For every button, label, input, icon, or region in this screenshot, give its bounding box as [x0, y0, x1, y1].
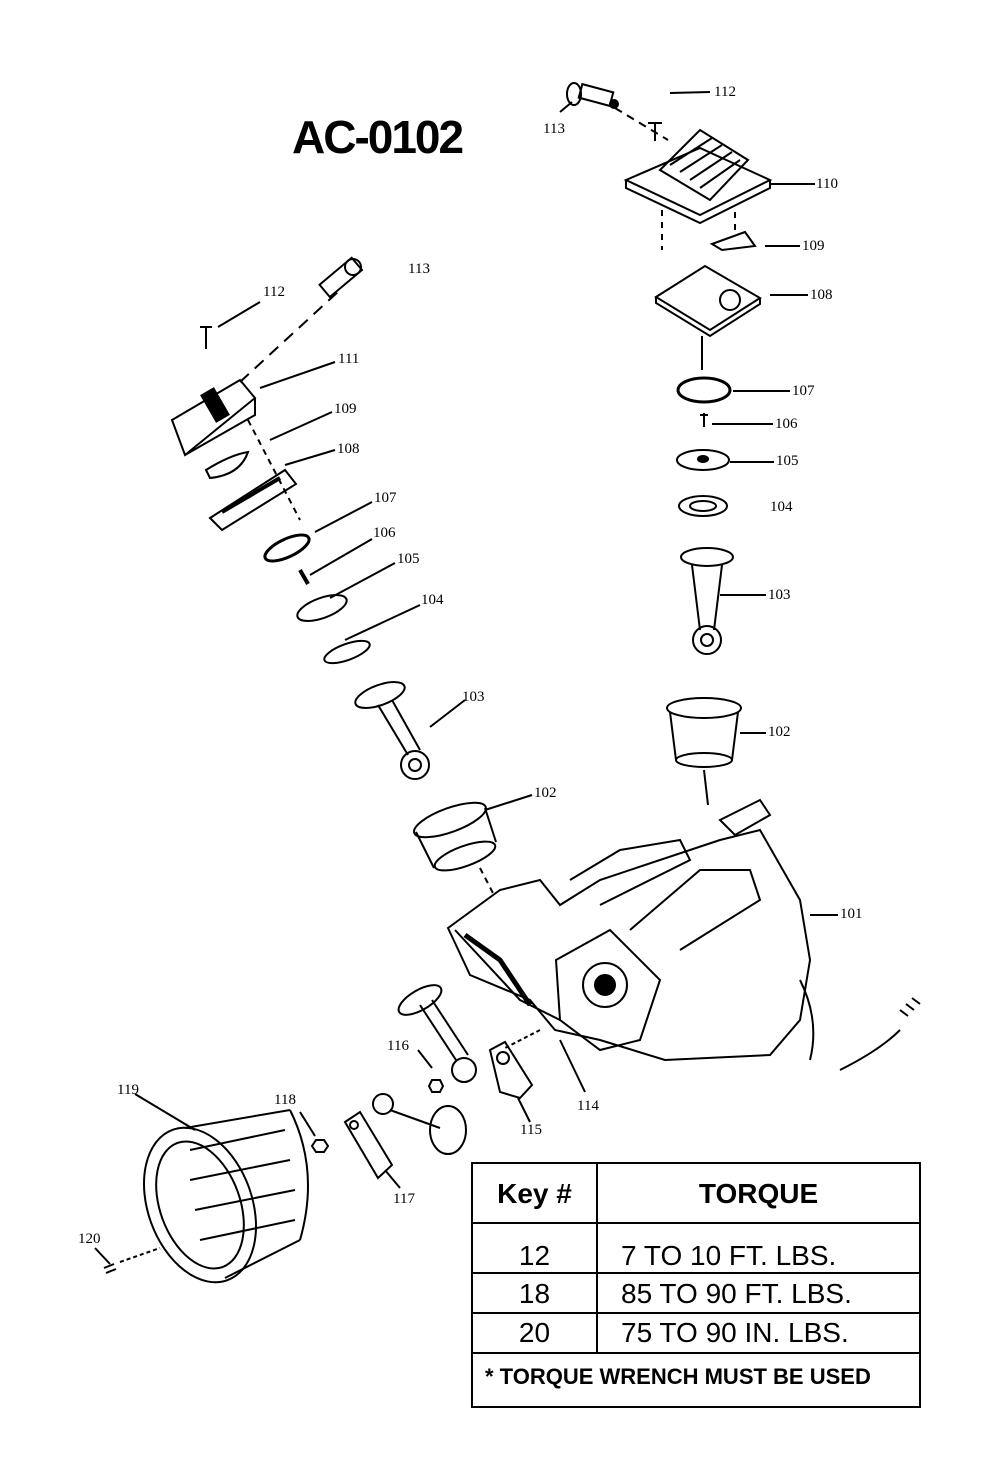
eccentric-115 [488, 1040, 534, 1100]
callout-107-left: 107 [374, 490, 397, 506]
callout-104: 104 [770, 499, 793, 515]
connecting-rod-assembly [372, 1093, 467, 1155]
callout-106: 106 [775, 416, 798, 432]
callout-105-left: 105 [397, 551, 420, 567]
left-valve-plate-108 [208, 468, 298, 532]
left-cylinder-sleeve-102 [413, 801, 497, 872]
assembly-line [614, 107, 669, 141]
right-gasket-109 [709, 230, 757, 252]
callout-102-left: 102 [534, 785, 557, 801]
callout-120: 120 [78, 1231, 101, 1247]
callout-109-left: 109 [334, 401, 357, 417]
shaft-key-114 [504, 1029, 541, 1049]
callout-108-left: 108 [337, 441, 360, 457]
row-torque: 75 TO 90 IN. LBS. [621, 1317, 849, 1348]
callout-117: 117 [393, 1191, 415, 1207]
nut-116 [427, 1079, 445, 1093]
callout-119: 119 [117, 1082, 139, 1098]
callout-111-left: 111 [338, 351, 360, 367]
left-cup-104 [323, 639, 371, 665]
motor-crankcase-101 [446, 798, 921, 1071]
row-key: 20 [518, 1317, 551, 1348]
left-o-ring-107 [263, 533, 311, 563]
left-connecting-rod-103 [354, 681, 430, 780]
right-valve-plate-108 [654, 264, 762, 338]
torque-note: * TORQUE WRENCH MUST BE USED [485, 1364, 871, 1389]
callout-112-left: 112 [263, 284, 285, 300]
callout-115: 115 [520, 1122, 542, 1138]
header-torque: TORQUE [698, 1178, 819, 1209]
callout-104-left: 104 [421, 592, 444, 608]
right-o-ring-107 [676, 376, 732, 404]
table-row: 20 75 TO 90 IN. LBS. [473, 1315, 919, 1353]
column-divider [596, 1164, 598, 1354]
callout-106-left: 106 [373, 525, 396, 541]
counterweight-117 [343, 1110, 394, 1180]
left-screw-106 [298, 569, 310, 585]
row-divider [473, 1352, 919, 1354]
right-retainer-105 [676, 449, 730, 471]
callout-116: 116 [387, 1038, 409, 1054]
right-screw-112 [648, 122, 662, 141]
callout-108: 108 [810, 287, 833, 303]
table-row: 12 7 TO 10 FT. LBS. [473, 1238, 919, 1276]
torque-table-header: Key # TORQUE [473, 1164, 919, 1224]
callout-103-left: 103 [462, 689, 485, 705]
row-key: 18 [518, 1278, 551, 1309]
row-torque: 7 TO 10 FT. LBS. [621, 1240, 837, 1271]
left-fitting-113 [318, 256, 364, 299]
callout-114: 114 [577, 1098, 599, 1114]
left-gasket-109 [204, 450, 250, 480]
left-retainer-105 [296, 594, 348, 622]
callout-118: 118 [274, 1092, 296, 1108]
callout-113: 113 [543, 121, 565, 137]
callout-101: 101 [840, 906, 863, 922]
right-screw-106 [700, 413, 708, 427]
screw-120 [103, 1263, 117, 1274]
lower-connecting-rod [397, 984, 477, 1083]
callout-103: 103 [768, 587, 791, 603]
right-connecting-rod-103 [680, 547, 734, 655]
row-torque: 85 TO 90 FT. LBS. [621, 1278, 852, 1309]
callout-110: 110 [816, 176, 838, 192]
model-title: AC-0102 [292, 111, 464, 163]
callout-107: 107 [792, 383, 815, 399]
fan-119 [142, 1109, 309, 1284]
row-divider [473, 1272, 919, 1274]
nut-118 [310, 1139, 330, 1153]
right-cylinder-sleeve-102 [666, 697, 742, 768]
left-screw-112 [200, 326, 212, 349]
table-row: 18 85 TO 90 FT. LBS. [473, 1276, 919, 1314]
right-cup-104 [678, 495, 728, 517]
row-divider [473, 1312, 919, 1314]
callout-113-left: 113 [408, 261, 430, 277]
callout-112: 112 [714, 84, 736, 100]
callout-102: 102 [768, 724, 791, 740]
callout-105: 105 [776, 453, 799, 469]
row-key: 12 [518, 1240, 551, 1271]
left-head-cover-111 [170, 378, 257, 457]
header-key: Key # [497, 1178, 572, 1209]
right-fitting-113 [566, 82, 619, 109]
torque-table: Key # TORQUE 12 7 TO 10 FT. LBS. 18 85 T… [471, 1162, 921, 1408]
callout-109: 109 [802, 238, 825, 254]
right-head-cover-110 [623, 128, 773, 225]
